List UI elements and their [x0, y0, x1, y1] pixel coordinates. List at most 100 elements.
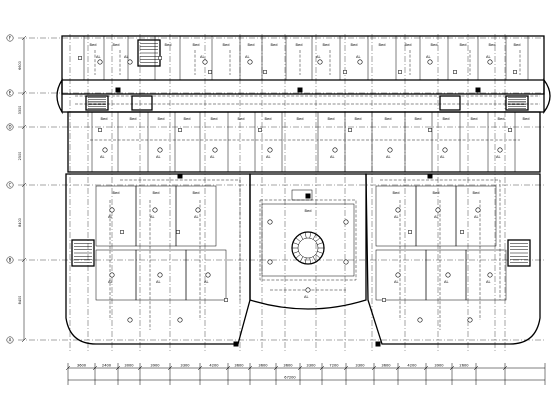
ceiling-light	[102, 147, 108, 153]
circuit-run	[120, 179, 241, 300]
left-dimension-chain: 660033002500840084008400	[17, 0, 27, 343]
panel-label: AL	[486, 280, 490, 284]
switch-box	[263, 70, 267, 74]
bottom-dim-tick	[473, 365, 479, 371]
switch-box	[453, 70, 457, 74]
left-dim-tick	[21, 182, 27, 188]
room-label: Bed	[415, 117, 422, 121]
ceiling-light	[332, 147, 338, 153]
panel-label: AL	[474, 215, 478, 219]
distribution-panel	[177, 173, 183, 179]
bottom-dim-value: 7200	[329, 364, 339, 368]
panel-label: AL	[194, 215, 198, 219]
rotunda-stair-tread	[295, 237, 301, 242]
rotunda-stair-tread	[312, 234, 317, 240]
switch-box	[348, 128, 352, 132]
ceiling-light	[357, 59, 363, 65]
left-dim-value: 2500	[18, 152, 22, 161]
podium-room	[375, 249, 427, 301]
left-dim-tick	[21, 124, 27, 130]
bottom-dim-tick	[65, 365, 71, 371]
bottom-dim-value: 3300	[180, 364, 190, 368]
stair-cores	[71, 39, 531, 267]
switch-box	[258, 128, 262, 132]
room-label: Bed	[514, 43, 521, 47]
panel-label: AL	[426, 55, 430, 59]
left-dim-tick	[21, 35, 27, 41]
switch-box	[178, 128, 182, 132]
bottom-dim-value: 3600	[283, 364, 293, 368]
podium-room	[95, 249, 137, 301]
circuit-run	[109, 200, 201, 330]
bottom-dim-tick	[449, 365, 455, 371]
left-dim-tick	[21, 90, 27, 96]
panel-label: AL	[394, 280, 398, 284]
switch-box	[428, 128, 432, 132]
top-wing-wall	[61, 35, 545, 95]
left-dim-value: 6600	[18, 61, 22, 70]
circuit-run	[259, 199, 357, 281]
ceiling-light	[157, 147, 163, 153]
panel-label: AL	[100, 155, 104, 159]
ceiling-light	[127, 59, 133, 65]
bottom-dim-tick	[167, 365, 173, 371]
room-label: Bed	[443, 117, 450, 121]
middle-wing-wall	[67, 111, 541, 173]
north-stair-west	[137, 39, 161, 67]
ceiling-light	[435, 207, 441, 213]
bottom-dim-tick	[297, 365, 303, 371]
switch-box	[224, 298, 228, 302]
ceiling-light	[343, 219, 349, 225]
podium-room	[465, 249, 507, 301]
room-label: Bed	[193, 43, 200, 47]
bottom-dim-tick	[371, 365, 377, 371]
ceiling-light	[497, 147, 503, 153]
bottom-dim-tick	[343, 365, 349, 371]
room-label: Bed	[158, 117, 165, 121]
row-axis-bubble	[6, 256, 14, 264]
room-label: Bed	[460, 43, 467, 47]
panel-label: AL	[124, 55, 128, 59]
ceiling-light	[317, 59, 323, 65]
ceiling-light	[195, 207, 201, 213]
panel-label: AL	[444, 280, 448, 284]
lobby-rotunda-inner	[297, 237, 319, 259]
ceiling-light	[205, 272, 211, 278]
switch-box	[120, 230, 124, 234]
bottom-dim-value: 3900	[150, 364, 160, 368]
ceiling-light	[395, 272, 401, 278]
panel-label: AL	[200, 55, 204, 59]
panel-label: AL	[245, 55, 249, 59]
panel-label: AL	[108, 215, 112, 219]
room-label: Bed	[238, 117, 245, 121]
podium-room	[455, 185, 497, 247]
ceiling-light	[127, 317, 133, 323]
distribution-panel	[297, 87, 303, 93]
room-label: Bed	[471, 117, 478, 121]
row-axis-bubble	[6, 123, 14, 131]
room-label: Bed	[223, 43, 230, 47]
corridor-west-end	[56, 77, 63, 115]
bottom-dim-tick	[423, 365, 429, 371]
room-label: Bed	[153, 191, 160, 195]
room-label: Bed	[489, 43, 496, 47]
room-label: Bed	[498, 117, 505, 121]
west-podium-wall	[65, 173, 251, 345]
row-axis-bubble	[6, 336, 14, 344]
room-label: Bed	[265, 117, 272, 121]
bottom-dim-value: 3600	[258, 364, 268, 368]
ceiling-light	[267, 259, 273, 265]
panel-label: AL	[394, 215, 398, 219]
room-label: Bed	[379, 43, 386, 47]
room-label: Bed	[296, 43, 303, 47]
switch-box	[208, 70, 212, 74]
panel-label: AL	[316, 55, 320, 59]
bottom-dim-tick	[273, 365, 279, 371]
distribution-panel	[115, 87, 121, 93]
room-label: Bed	[355, 117, 362, 121]
bottom-dim-tick	[319, 365, 325, 371]
rotunda-stair-tread	[299, 234, 304, 240]
